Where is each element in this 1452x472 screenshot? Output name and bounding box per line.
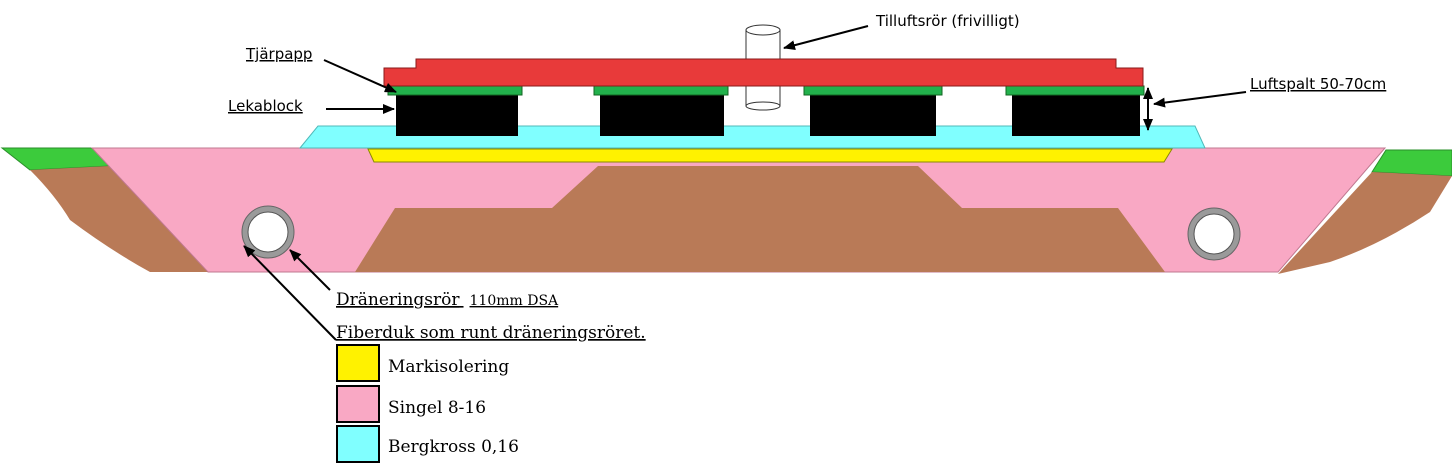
tarpaper-2 [593, 85, 729, 96]
arrow-fiberduk [243, 245, 337, 341]
legend: Markisolering Singel 8-16 Bergkross 0,16 [336, 344, 519, 463]
legend-label-markisolering: Markisolering [388, 357, 509, 377]
arrow-tjarpapp [323, 59, 397, 93]
drain-pipe-left [241, 205, 295, 259]
label-tilluft: Tilluftsrör (frivilligt) [875, 12, 1020, 30]
leca-block-4 [1012, 94, 1140, 136]
bergkross-layer [298, 125, 1206, 149]
tarpaper-4 [1005, 85, 1145, 96]
soil-right [1278, 172, 1452, 274]
legend-label-singel: Singel 8-16 [388, 398, 486, 418]
soil-left [30, 166, 210, 272]
legend-swatch-singel [336, 385, 380, 423]
grass-left [0, 147, 112, 171]
arrow-draneringsror [289, 249, 331, 291]
air-intake-cap [745, 24, 781, 36]
arrow-tilluft [783, 25, 869, 51]
label-luftspalt: Luftspalt 50-70cm [1250, 75, 1386, 93]
leca-block-2 [600, 94, 724, 136]
arrow-luftspalt [1153, 91, 1247, 108]
drain-pipe-right [1187, 207, 1241, 261]
label-lekablock: Lekablock [228, 97, 303, 115]
label-draneringsror: Dräneringsrör 110mm DSA [336, 290, 559, 310]
label-tjarpapp: Tjärpapp [245, 45, 312, 63]
soil-center [355, 166, 1165, 272]
tarpaper-3 [803, 85, 943, 96]
legend-swatch-bergkross [336, 425, 380, 463]
floor-slab [383, 58, 1144, 87]
leca-block-1 [396, 94, 518, 136]
tarpaper-1 [387, 85, 523, 96]
grass-right [1371, 149, 1452, 177]
leca-block-3 [810, 94, 936, 136]
legend-swatch-markisolering [336, 344, 380, 382]
legend-label-bergkross: Bergkross 0,16 [388, 437, 519, 457]
markisolering-layer [367, 148, 1173, 163]
label-fiberduk: Fiberduk som runt dräneringsröret. [336, 323, 646, 343]
